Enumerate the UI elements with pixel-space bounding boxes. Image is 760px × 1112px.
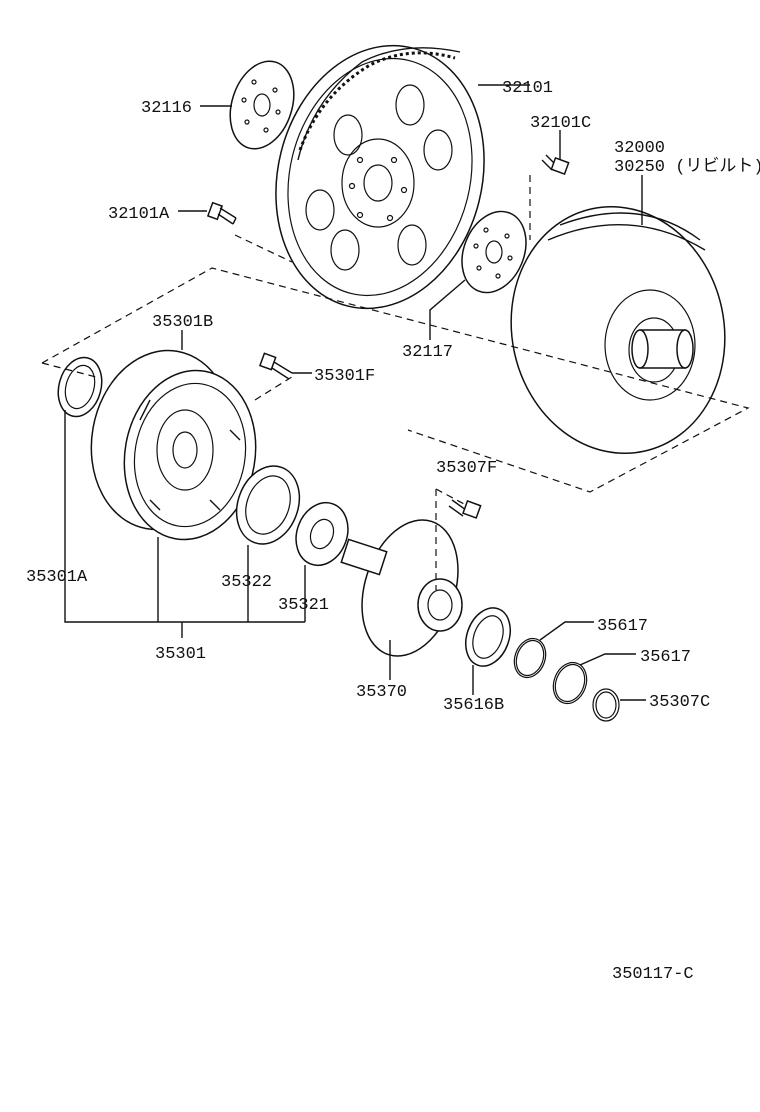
oil-seal-35301a xyxy=(57,356,103,418)
label-35307c: 35307C xyxy=(649,693,710,712)
label-35617-b: 35617 xyxy=(640,648,691,667)
label-32101a: 32101A xyxy=(108,205,170,224)
label-32101c: 32101C xyxy=(530,114,591,133)
driven-gear-35322 xyxy=(235,465,301,545)
oil-pump-body-35301b xyxy=(90,349,257,541)
plate-32117 xyxy=(461,210,527,294)
part-labels: 32116 32101 32101C 32000 30250 (リビルト) 32… xyxy=(26,79,760,984)
label-32101: 32101 xyxy=(502,79,553,98)
seal-ring-35617-b xyxy=(552,661,588,705)
leader-lines xyxy=(41,84,750,701)
label-35617-a: 35617 xyxy=(597,617,648,636)
seal-ring-35617-a xyxy=(513,637,547,679)
label-32117: 32117 xyxy=(402,343,453,362)
diagram-id: 350117-C xyxy=(612,965,694,984)
o-ring-35307c xyxy=(592,688,620,722)
label-32000: 32000 xyxy=(614,139,665,158)
label-35301b: 35301B xyxy=(152,313,213,332)
torque-converter-32000 xyxy=(510,205,726,455)
label-32116: 32116 xyxy=(141,99,192,118)
label-35616b: 35616B xyxy=(443,696,504,715)
label-35301f: 35301F xyxy=(314,367,375,386)
label-35321: 35321 xyxy=(278,596,329,615)
stator-support-35370 xyxy=(340,519,463,657)
bolt-35301f xyxy=(259,352,293,380)
thrust-washer-35616b xyxy=(465,607,511,667)
bolt-32101c xyxy=(541,154,570,175)
bolt-35307f xyxy=(448,499,482,519)
label-35301a: 35301A xyxy=(26,568,88,587)
bolt-32101a xyxy=(206,201,237,225)
label-30250: 30250 (リビルト) xyxy=(614,156,760,177)
label-35301: 35301 xyxy=(155,645,206,664)
drive-gear-35321 xyxy=(295,501,349,567)
label-35307f: 35307F xyxy=(436,459,497,478)
spacer-plate-32116 xyxy=(229,60,295,150)
label-35370: 35370 xyxy=(356,683,407,702)
drive-plate-32101 xyxy=(275,44,485,310)
label-35322: 35322 xyxy=(221,573,272,592)
